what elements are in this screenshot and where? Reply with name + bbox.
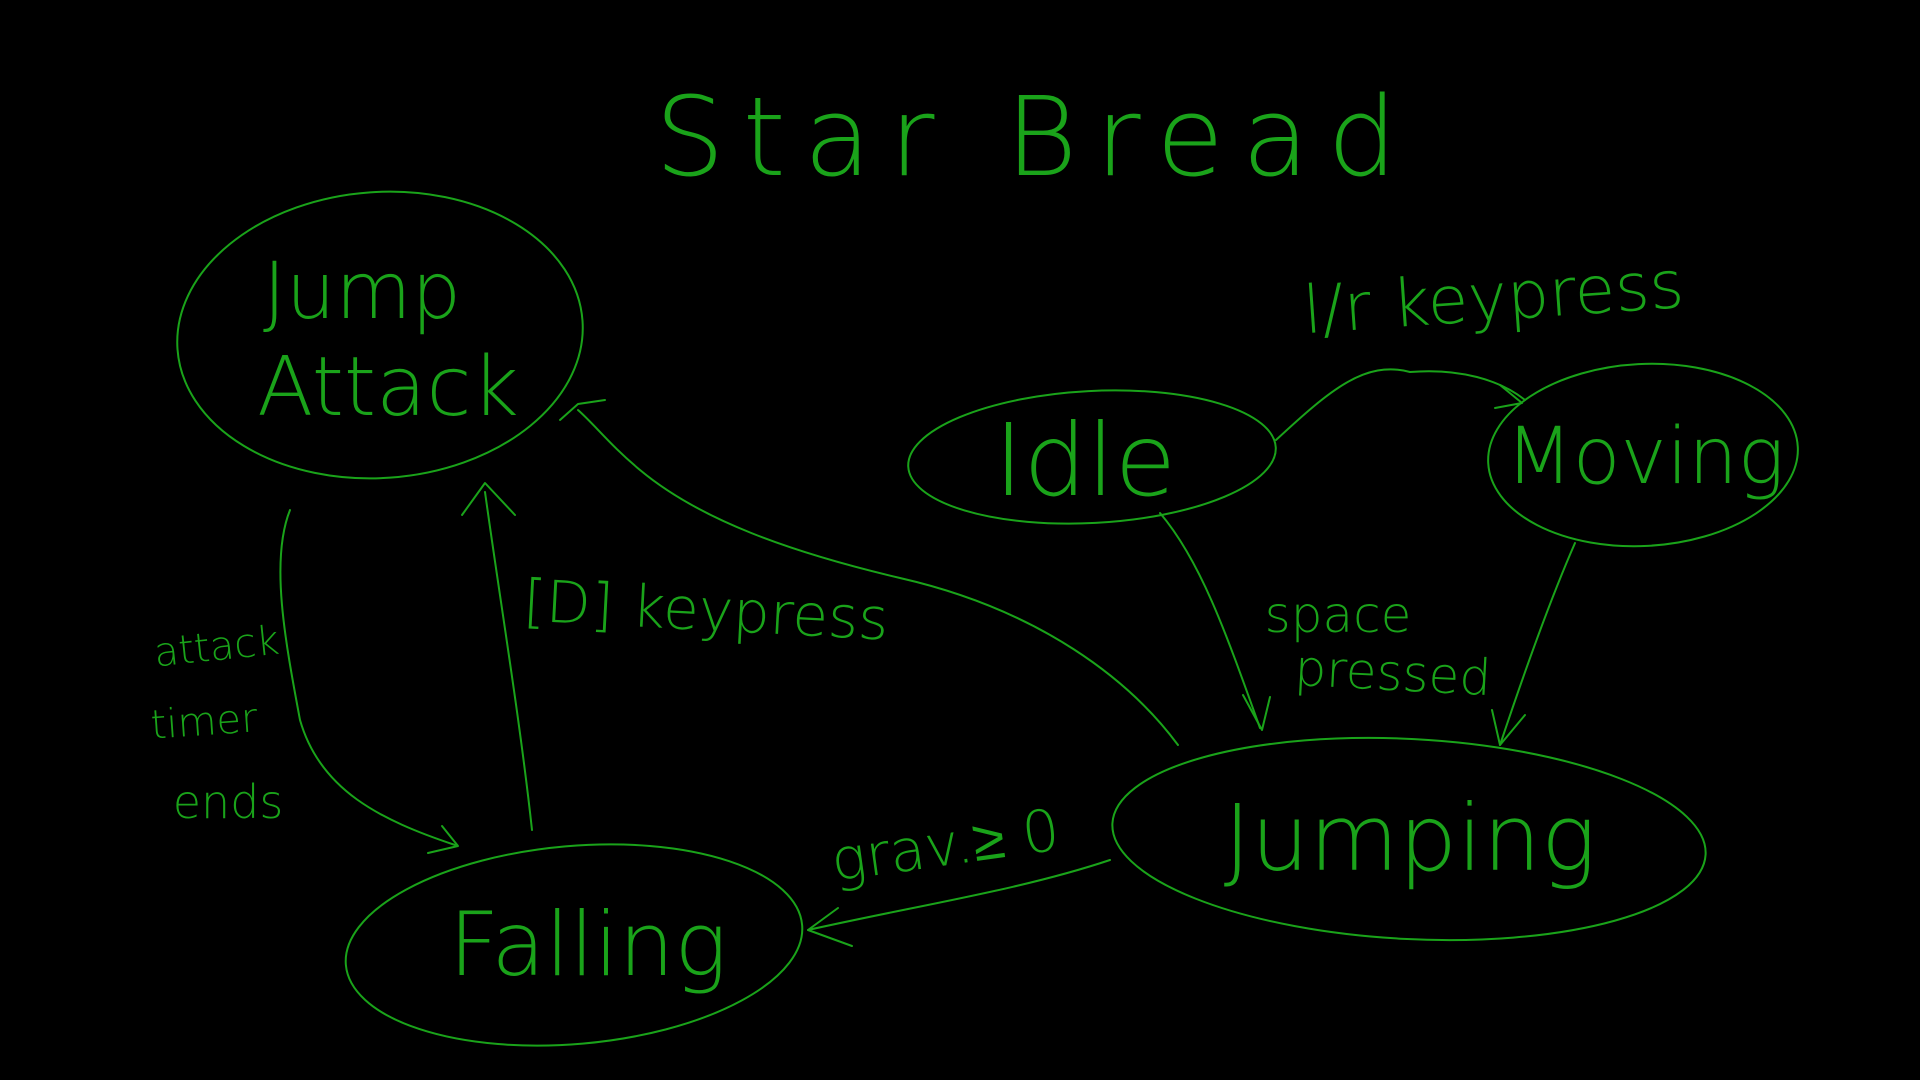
- jumping-state-outline: [1111, 736, 1707, 942]
- attack-timer-label-line3: ends: [173, 775, 284, 829]
- jumping-to-jump-attack-arrowhead: [559, 399, 606, 421]
- jumping-label: Jumping: [1224, 785, 1597, 892]
- space-pressed-label-line2: pressed: [1293, 639, 1492, 707]
- diagram-title: Star Bread: [655, 73, 1415, 201]
- jump-attack-label-line1: Jump: [263, 247, 461, 337]
- jump-attack-to-falling-arrow: [279, 509, 456, 846]
- falling-to-jump-attack-arrow: [484, 491, 533, 831]
- moving-label: Moving: [1505, 412, 1784, 502]
- idle-label: Idle: [994, 402, 1176, 519]
- idle-to-jumping-arrow: [1159, 512, 1261, 729]
- jump-attack-state-outline: [176, 190, 584, 480]
- moving-state-outline: [1487, 362, 1799, 548]
- moving-to-jumping-arrow: [1499, 542, 1576, 746]
- moving-to-jumping-arrowhead: [1491, 709, 1526, 746]
- falling-label: Falling: [449, 893, 727, 996]
- falling-state-outline: [344, 843, 804, 1047]
- jump-attack-label-line2: Attack: [257, 340, 519, 435]
- jump-attack-to-falling-arrowhead: [427, 825, 459, 854]
- jumping-to-falling-arrow: [807, 859, 1111, 931]
- jumping-to-falling-arrowhead: [807, 907, 853, 947]
- idle-to-jumping-arrowhead: [1242, 694, 1271, 731]
- space-pressed-label-line1: space: [1265, 586, 1412, 644]
- idle-to-moving-arrow: [1275, 368, 1526, 441]
- jumping-to-jump-attack-arrow: [577, 409, 1179, 746]
- idle-to-moving-arrowhead: [1494, 384, 1523, 409]
- attack-timer-label-line2: timer: [149, 695, 259, 748]
- falling-to-jump-attack-arrowhead: [461, 482, 516, 516]
- idle-state-outline: [907, 389, 1277, 525]
